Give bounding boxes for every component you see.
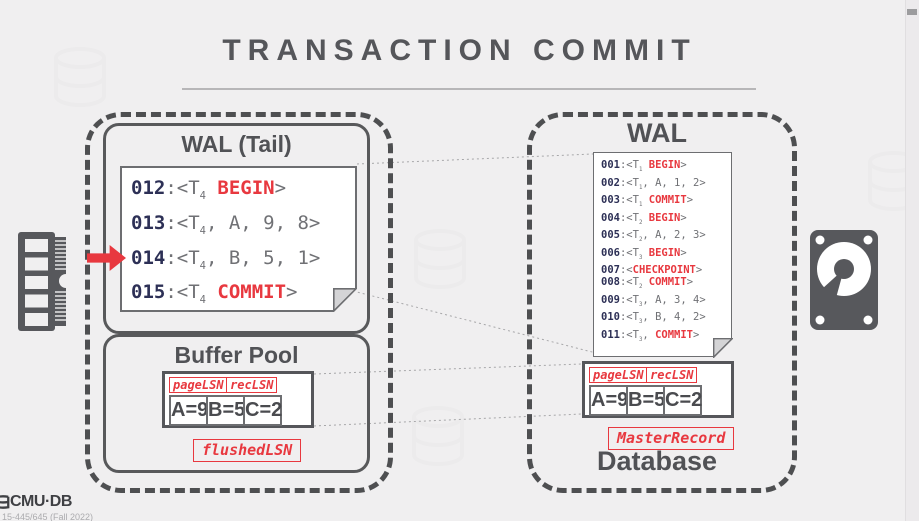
log-entry: 004:<T2 BEGIN> (601, 211, 687, 226)
log-entry: 013:<T4, A, 9, 8> (131, 211, 321, 237)
log-entry: 008:<T2 COMMIT> (601, 276, 694, 291)
flushedlsn-label: flushedLSN (193, 439, 302, 462)
footer: CMU·DB 15-445/645 (Fall 2022) (0, 493, 93, 521)
pagelsn-label: pageLSN (169, 377, 228, 393)
ram-memory-icon (18, 232, 73, 331)
wal-tail-note: 012:<T4 BEGIN> 013:<T4, A, 9, 8> 014:<T4, … (120, 166, 357, 312)
cmu-db-logo-text: CMU·DB (10, 493, 72, 510)
masterrecord-label: MasterRecord (608, 427, 735, 450)
log-entry: 009:<T3, A, 3, 4> (601, 293, 706, 308)
log-entry: 011:<T3, COMMIT> (601, 328, 700, 343)
pagelsn-label: pageLSN (589, 367, 648, 383)
cmu-db-logo-icon (0, 495, 10, 509)
page-fold-icon (333, 288, 357, 312)
buffer-pool-title: Buffer Pool (174, 342, 299, 368)
log-entry: 012:<T4 BEGIN> (131, 177, 287, 202)
reclsn-label: recLSN (226, 377, 278, 393)
database-title: Database (596, 446, 718, 476)
page-fold-icon (713, 338, 733, 358)
page-slot: C=2 (663, 385, 702, 416)
title-underline (182, 88, 756, 90)
db-cylinder-watermark-icon (412, 406, 464, 466)
log-entry: 002:<T1, A, 1, 2> (601, 176, 706, 191)
log-entry: 003:<T1 COMMIT> (601, 194, 694, 209)
wal-tail-box: WAL (Tail) (103, 123, 370, 334)
log-entry: 010:<T3, B, 4, 2> (601, 311, 706, 326)
hard-disk-icon (810, 230, 878, 330)
disk-region (527, 112, 797, 493)
page-slot: A=9 (169, 395, 208, 426)
scrollbar-thumb[interactable] (907, 9, 917, 15)
wal-disk-note: 001:<T1 BEGIN> 002:<T1, A, 1, 2> 003:<T1 C… (593, 152, 733, 358)
buffer-pool-box: Buffer Pool (103, 334, 370, 473)
scrollbar-track[interactable] (905, 0, 919, 521)
wal-tail-title: WAL (Tail) (181, 131, 292, 157)
log-entry: 015:<T4 COMMIT> (131, 281, 298, 307)
page-slot: B=5 (206, 395, 245, 426)
page-slot: C=2 (243, 395, 282, 426)
page-slot: B=5 (626, 385, 665, 416)
log-entry: 014:<T4, B, 5, 1> (131, 246, 321, 272)
page-slot: A=9 (589, 385, 628, 416)
wal-title: WAL (627, 118, 687, 148)
log-entry: 005:<T2, A, 2, 3> (601, 229, 706, 244)
course-label: 15-445/645 (Fall 2022) (2, 512, 94, 521)
db-cylinder-watermark-icon (414, 229, 466, 289)
reclsn-label: recLSN (646, 367, 698, 383)
page-title: TRANSACTION COMMIT (222, 34, 697, 67)
log-entry: 001:<T1 BEGIN> (601, 159, 687, 174)
memory-region (85, 112, 393, 493)
log-entry: 006:<T3 BEGIN> (601, 246, 687, 261)
log-entry: 007:<CHECKPOINT> (601, 264, 703, 276)
